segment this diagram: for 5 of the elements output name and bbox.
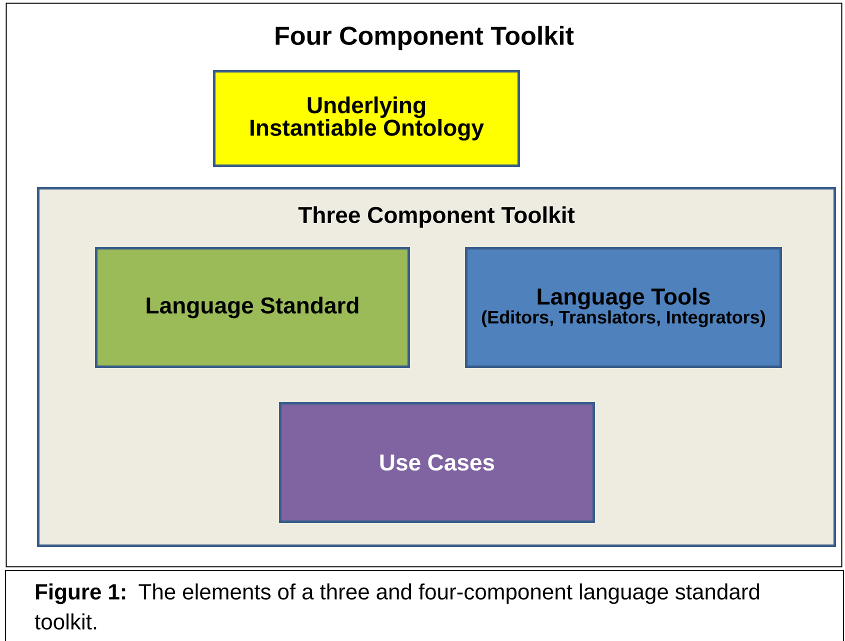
component-box: Use Cases [279,402,595,523]
component-box: Underlying Instantiable Ontology [213,70,520,167]
figure-caption: Figure 1: The elements of a three and four-component language standard toolkit. [5,570,844,641]
component-box: Language Standard [95,247,410,368]
component-box: Language Tools (Editors, Translators, Integrators) [465,247,782,368]
